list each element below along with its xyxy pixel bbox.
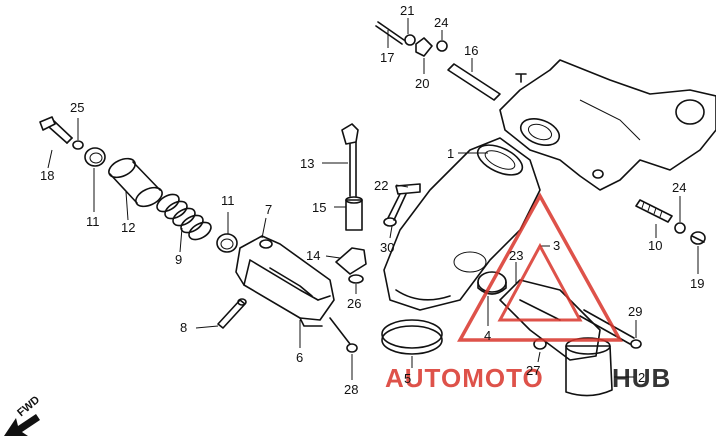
callout-22: 22	[374, 178, 388, 193]
watermark-text-automoto: AUTOMOTO	[385, 363, 544, 393]
callout-2: 2	[638, 370, 645, 385]
pin-17	[375, 21, 405, 45]
fwd-label: FWD	[15, 394, 42, 419]
callout-9: 9	[175, 252, 182, 267]
seal-ring-5	[381, 319, 443, 355]
callout-20: 20	[415, 76, 429, 91]
callout-24b: 24	[672, 180, 686, 195]
clip-20	[415, 37, 433, 57]
watermark: AUTOMOTO HUB	[385, 192, 671, 393]
callout-18: 18	[40, 168, 54, 183]
rod-16	[447, 63, 501, 101]
bolt-18	[39, 116, 73, 144]
callout-26: 26	[347, 296, 361, 311]
bracket-3	[499, 279, 601, 361]
o-ring-11	[84, 147, 106, 167]
callout-11a: 11	[86, 214, 100, 229]
leader-lines	[47, 18, 699, 380]
callout-13: 13	[300, 156, 314, 171]
callout-7: 7	[265, 202, 272, 217]
o-ring-26	[348, 274, 364, 284]
filter-2	[565, 337, 613, 397]
callout-8: 8	[180, 320, 187, 335]
callout-3: 3	[553, 238, 560, 253]
callout-labels: 18 25 11 12 9 11 7 8 6 28 13 15 14 26 30…	[40, 3, 704, 397]
washer-24b	[674, 222, 686, 234]
callout-21: 21	[400, 3, 414, 18]
washer-25	[72, 140, 84, 150]
spring-10	[635, 199, 673, 223]
callout-17: 17	[380, 50, 394, 65]
callout-24a: 24	[434, 15, 448, 30]
callout-16: 16	[464, 43, 478, 58]
shaft-13	[341, 123, 363, 231]
bolt-29	[579, 309, 642, 349]
callout-1: 1	[447, 146, 454, 161]
screw-28	[329, 317, 358, 353]
callout-28: 28	[344, 382, 358, 397]
callout-19: 19	[690, 276, 704, 291]
watermark-text-hub: HUB	[612, 363, 671, 393]
callout-15: 15	[312, 200, 326, 215]
callout-23: 23	[509, 248, 523, 263]
sleeve-12	[108, 157, 163, 208]
spring-9	[156, 193, 212, 241]
fwd-arrow: FWD	[4, 394, 42, 436]
callout-6: 6	[296, 350, 303, 365]
callout-11b: 11	[221, 193, 235, 208]
o-ring-11b	[216, 233, 238, 253]
screw-case	[515, 73, 527, 83]
plug-19	[690, 231, 706, 245]
bolt-22	[383, 183, 421, 227]
nut-21	[404, 34, 416, 46]
callout-14: 14	[306, 248, 320, 263]
callout-10: 10	[648, 238, 662, 253]
callout-30: 30	[380, 240, 394, 255]
callout-12: 12	[121, 220, 135, 235]
housing-6	[235, 235, 335, 327]
intake-elbow-1	[383, 137, 541, 311]
clip-14	[335, 247, 367, 275]
callout-27: 27	[526, 363, 540, 378]
callout-5: 5	[404, 371, 411, 386]
callout-4: 4	[484, 328, 491, 343]
callout-25: 25	[70, 100, 84, 115]
plug-4	[477, 271, 507, 295]
callout-29: 29	[628, 304, 642, 319]
pin-8	[217, 298, 247, 329]
washer-24a	[436, 40, 448, 52]
engine-case	[499, 59, 716, 191]
